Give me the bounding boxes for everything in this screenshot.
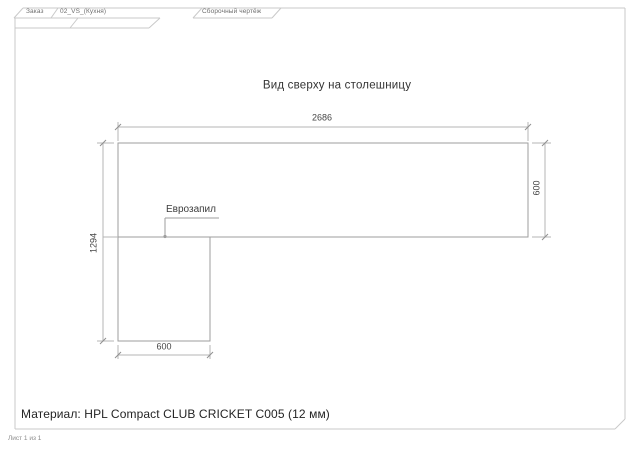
sheet-frame — [13, 7, 626, 430]
joint-callout-label: Еврозапил — [166, 204, 216, 215]
tab-order: Заказ — [26, 7, 44, 15]
dimension-top-width — [114, 122, 532, 141]
dimension-left-height — [97, 139, 118, 345]
joint-leader-line — [163, 217, 219, 239]
dimension-right-depth — [532, 139, 551, 241]
dimension-bottom-leg — [114, 345, 214, 359]
tab-project: 02_VS_(Кухня) — [60, 7, 107, 15]
title-block-tabs — [14, 7, 282, 29]
dimension-label-right-depth: 600 — [531, 180, 542, 196]
dimension-label-left-height: 1294 — [88, 232, 99, 254]
view-title: Вид сверху на столешницу — [262, 79, 412, 92]
sheet-counter: Лист 1 из 1 — [8, 435, 42, 442]
tab-sheet-type: Сборочный чертёж — [202, 7, 262, 15]
dimension-label-top-width: 2686 — [311, 112, 333, 123]
countertop-outline — [117, 142, 529, 342]
material-spec: Материал: HPL Compact CLUB CRICKET C005 … — [21, 407, 330, 421]
dimension-label-bottom-leg: 600 — [156, 341, 172, 352]
